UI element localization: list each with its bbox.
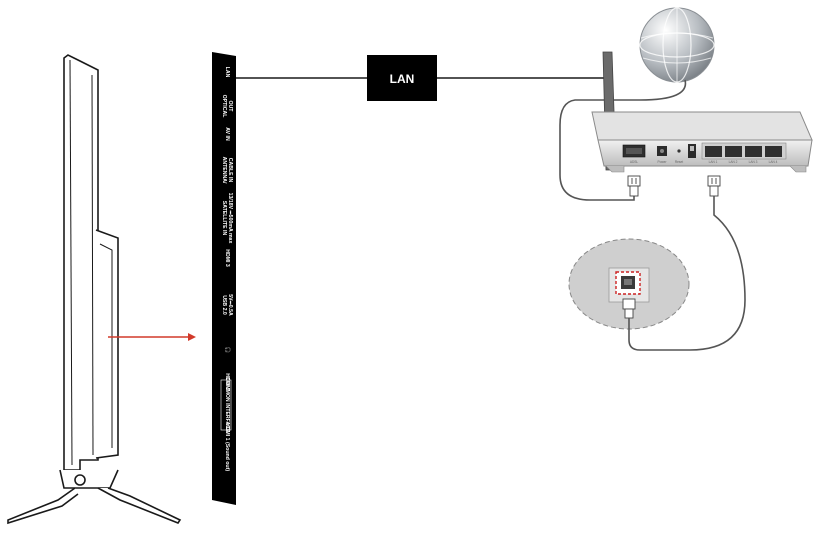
internet-cable bbox=[559, 79, 687, 201]
lan-label-box: LAN bbox=[367, 55, 437, 101]
router-port-label-lan1: LAN 1 bbox=[709, 160, 718, 164]
port-label-common: COMMON INTERFACE bbox=[224, 377, 230, 433]
router-device: ADSL Power Reset LAN 1 LAN 2 LAN 3 LAN 4 bbox=[591, 51, 813, 173]
tv-side-view bbox=[7, 54, 182, 525]
router-port-label-lan2: LAN 2 bbox=[729, 160, 738, 164]
lan-label-text: LAN bbox=[390, 72, 415, 86]
port-label-antenna-line2: CABLE IN bbox=[227, 158, 233, 183]
port-label-satellite-line1: SATELLITE IN bbox=[221, 201, 227, 236]
port-label-antenna-line1: ANTENNA/ bbox=[221, 157, 227, 184]
port-label-hdmi3: HDMI 3 bbox=[224, 249, 230, 267]
port-label-satellite-line2: 13/18V ⎓500mA max bbox=[227, 193, 233, 244]
port-label-lan: LAN bbox=[224, 67, 230, 78]
port-label-usb-line1: USB 2.0 bbox=[221, 295, 227, 315]
port-label-usb-line2: 5V⎓0.5A bbox=[227, 294, 233, 316]
port-label-hdmi2: HDMI 2 bbox=[224, 373, 230, 391]
router-port-label-lan3: LAN 3 bbox=[749, 160, 758, 164]
rj45-plug-right-icon bbox=[707, 175, 721, 197]
router-port-label-power: Power bbox=[657, 160, 667, 164]
common-interface-slot-outline bbox=[220, 379, 232, 431]
rj45-plug-left-icon bbox=[627, 175, 641, 197]
ethernet-cable-to-wall bbox=[628, 196, 746, 351]
internet-globe-icon bbox=[639, 7, 715, 83]
port-label-av: AV IN bbox=[224, 127, 230, 141]
router-port-label-adsl: ADSL bbox=[630, 160, 639, 164]
port-label-optical-line2: OUT bbox=[227, 101, 233, 113]
port-label-headphone: 🎧 bbox=[224, 347, 231, 354]
router-port-label-lan4: LAN 4 bbox=[769, 160, 778, 164]
wall-socket-bubble bbox=[568, 238, 690, 330]
router-port-label-reset: Reset bbox=[675, 160, 683, 164]
port-label-hdmi1: HDMI 1 (Sound out) bbox=[224, 423, 230, 471]
zoom-pointer-arrow bbox=[108, 333, 196, 341]
port-label-optical-line1: OPTICAL bbox=[221, 95, 227, 119]
